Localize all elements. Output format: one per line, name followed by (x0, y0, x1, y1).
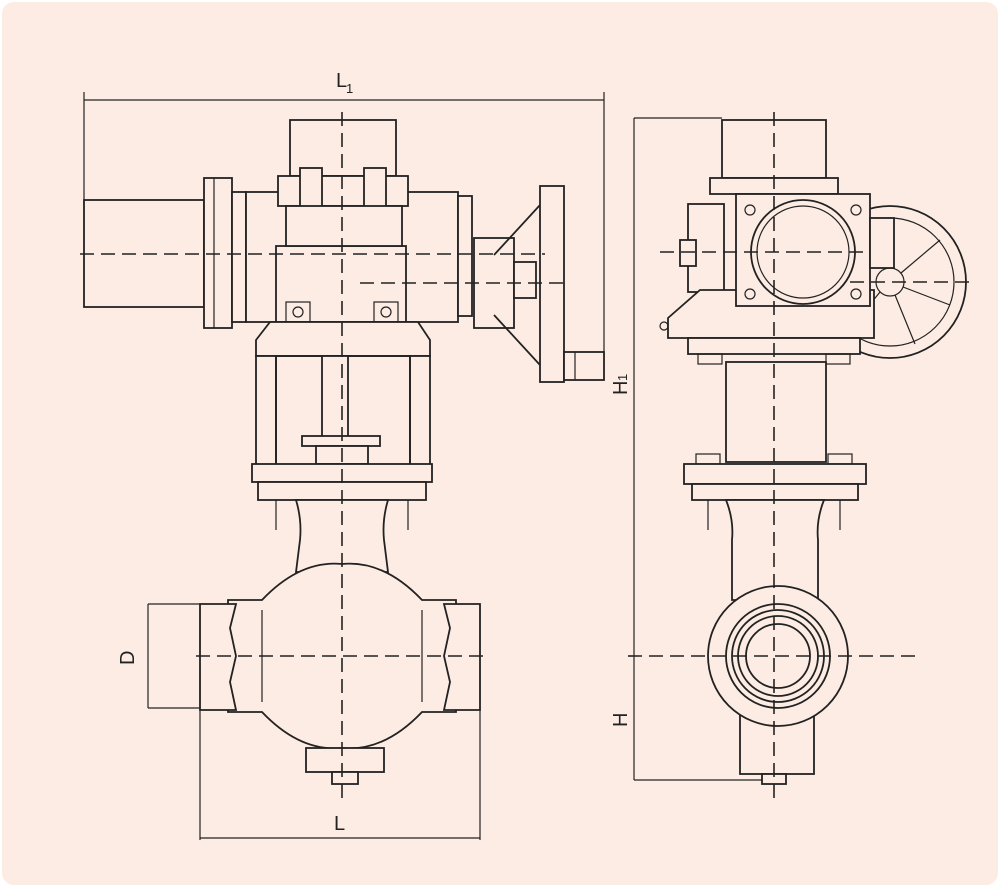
side-view: H 1 H (610, 112, 975, 800)
l-label: L (334, 813, 345, 835)
l1-label-main: L (336, 70, 347, 92)
actuator-motor (83, 177, 247, 329)
side-bracket (725, 361, 827, 463)
d-label: D (117, 651, 139, 665)
h1-label-sub: 1 (615, 374, 630, 381)
side-neck (724, 499, 826, 601)
yoke-bracket (255, 321, 431, 467)
side-body (707, 585, 849, 785)
dimension-l1: L 1 (83, 70, 605, 360)
dimension-d: D (117, 603, 200, 709)
side-flange (683, 453, 867, 530)
side-gearbox (659, 193, 895, 339)
dimension-l: L (199, 710, 481, 840)
l1-label-sub: 1 (346, 81, 353, 96)
front-view: L 1 (80, 70, 605, 840)
handwheel-side (473, 185, 605, 383)
valve-body (199, 562, 481, 785)
h-label: H (610, 713, 632, 727)
dimension-h: H 1 H (610, 117, 774, 781)
side-top-cap (709, 119, 839, 195)
h1-label-main: H (610, 381, 632, 395)
side-center-lines (628, 112, 975, 800)
front-center-lines (80, 112, 568, 800)
actuator-top-cap (277, 119, 409, 247)
